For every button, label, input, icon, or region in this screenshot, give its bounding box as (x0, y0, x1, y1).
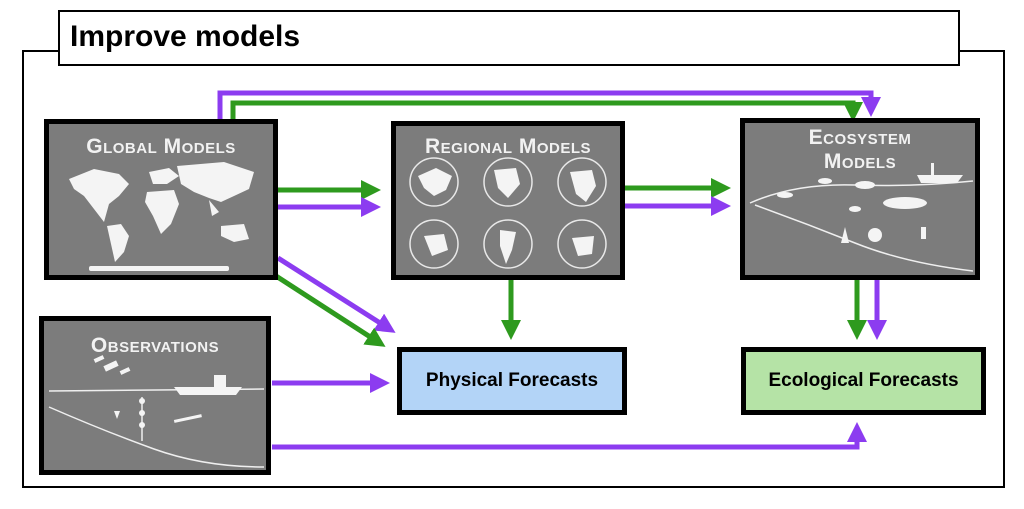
arrow-global-to-ecosystem-purple (217, 90, 881, 122)
arrow-observations-to-ecological-purple (272, 422, 867, 450)
ocean-observing-icon (48, 355, 265, 468)
regional-models-panel: Regional Models (391, 121, 625, 280)
arrow-global-to-physical-green (274, 273, 386, 347)
observations-label: Observations (90, 334, 220, 357)
observations-panel: Observations (39, 316, 271, 475)
arrow-global-to-ecosystem-green (230, 100, 863, 122)
physical-forecasts-box: Physical Forecasts (397, 347, 627, 415)
physical-forecasts-label: Physical Forecasts (425, 370, 599, 391)
global-models-label: Global Models (86, 135, 236, 158)
global-models-panel: Global Models (44, 119, 278, 280)
ecological-forecasts-box: Ecological Forecasts (741, 347, 986, 415)
arrow-global-to-physical-purple (276, 255, 396, 333)
globes-icon (409, 157, 607, 269)
ecosystem-models-label-line1: Ecosystem (808, 126, 912, 149)
marine-ecosystem-icon (749, 163, 974, 272)
diagram-title: Improve models (70, 20, 301, 53)
title-box: Improve models (58, 10, 960, 66)
ecological-forecasts-label: Ecological Forecasts (768, 370, 959, 391)
world-map-icon (69, 162, 254, 271)
ecosystem-models-panel: Ecosystem Models (740, 118, 980, 280)
regional-models-label: Regional Models (424, 135, 591, 158)
ecosystem-models-label-line2: Models (823, 150, 897, 173)
